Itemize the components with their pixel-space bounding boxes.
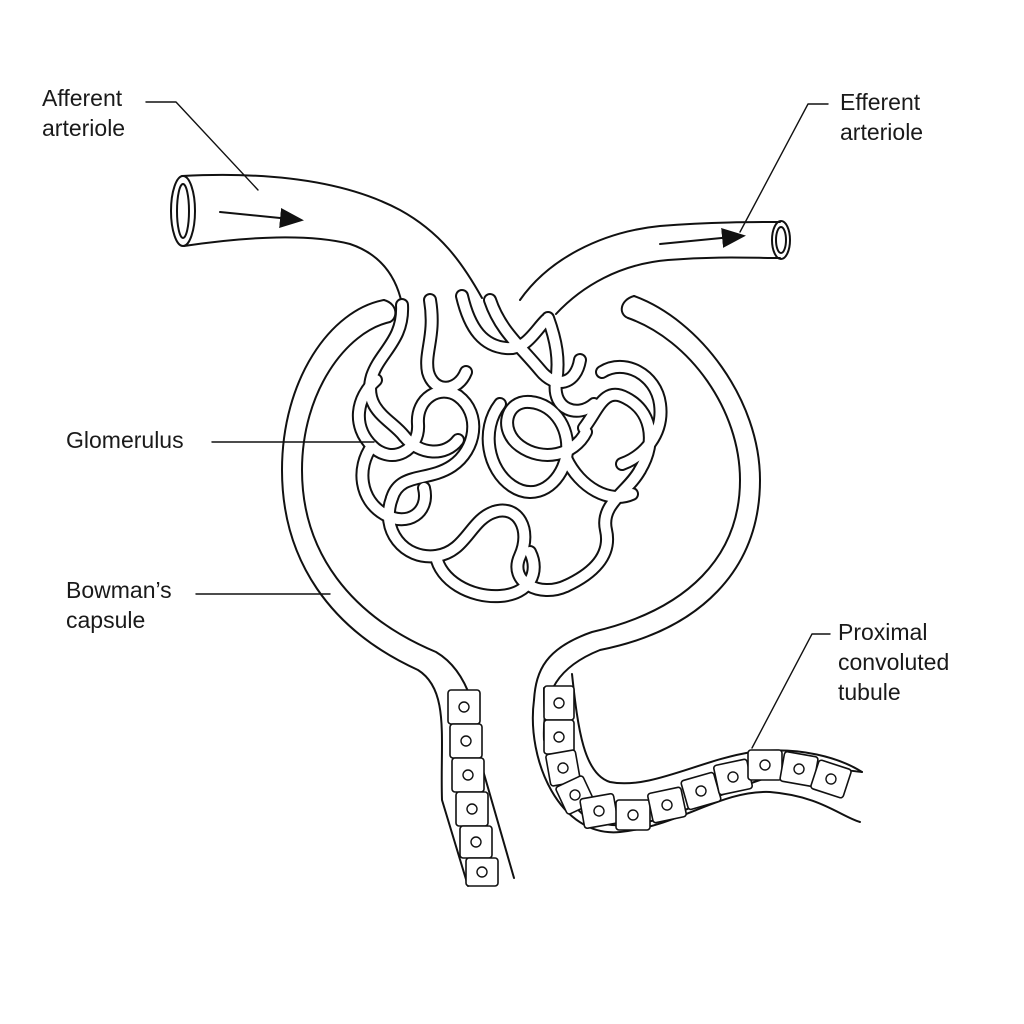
labels: Afferent arteriole Efferent arteriole Gl… — [42, 85, 949, 705]
capillary-loop-lumen — [399, 431, 463, 457]
afferent-arteriole — [170, 173, 483, 305]
cell-nucleus — [793, 763, 805, 775]
afferent-opening — [170, 175, 196, 247]
efferent-flow-arrow — [659, 227, 746, 248]
capillary-loop-lumen — [387, 391, 479, 503]
capillary-loop-lumen — [543, 313, 599, 416]
capsule-right-inner — [533, 317, 741, 701]
proximal-leader — [751, 633, 831, 749]
afferent-label-line1: Afferent — [42, 85, 123, 111]
efferent-leader — [739, 103, 829, 233]
capillary-loop-lumen — [561, 453, 637, 502]
proximal-label-line2: convoluted — [838, 649, 949, 675]
capsule-right-outer — [542, 295, 761, 741]
cell-nucleus — [553, 697, 565, 709]
cell-nucleus — [695, 785, 707, 797]
capillary-loop-lumen — [365, 300, 409, 441]
capsule-left-rim — [383, 299, 397, 323]
cell-nucleus — [727, 771, 739, 783]
capillary-loop-lumen — [485, 295, 585, 387]
cell-nucleus — [470, 836, 482, 848]
capillary-loop-lumen — [431, 547, 539, 602]
capillary-loop-lumen — [422, 295, 471, 393]
capillary-loop-lumen — [357, 441, 430, 525]
cell-nucleus — [476, 866, 488, 878]
capsule-left-outer — [281, 299, 469, 887]
cell-nucleus — [627, 809, 639, 821]
afferent-leader — [145, 101, 259, 191]
afferent-label-line2: arteriole — [42, 115, 125, 141]
capsule-right-rim — [620, 295, 635, 319]
efferent-arteriole — [519, 220, 791, 315]
cell-nucleus — [557, 762, 569, 774]
cell-nucleus — [825, 773, 837, 785]
glomerulus — [352, 289, 668, 604]
tubule-cell — [543, 685, 575, 721]
tubule-cell — [615, 799, 651, 831]
tubule-cell — [810, 759, 852, 799]
efferent-label-line2: arteriole — [840, 119, 923, 145]
leader-lines — [145, 101, 831, 749]
cell-nucleus — [759, 759, 771, 771]
tubule-cell — [747, 749, 783, 781]
cell-nucleus — [593, 805, 605, 817]
efferent-label-line1: Efferent — [840, 89, 921, 115]
cell-nucleus — [460, 735, 472, 747]
capillary-loop-lumen — [561, 465, 645, 591]
tubule-cell — [579, 792, 619, 830]
glomerulus-label: Glomerulus — [66, 427, 184, 453]
capillary-loop-lumen — [502, 396, 591, 460]
cell-nucleus — [462, 769, 474, 781]
proximal-label-line3: tubule — [838, 679, 901, 705]
efferent-opening — [771, 220, 791, 260]
tubule-cell — [647, 786, 687, 824]
cell-nucleus — [661, 799, 673, 811]
capillary-loop-lumen — [354, 375, 463, 460]
capillary-loop-lumen — [597, 362, 666, 469]
tubule-cell — [543, 719, 575, 755]
tubule-cell — [713, 758, 753, 796]
afferent-flow-arrow — [219, 208, 304, 228]
cell-nucleus — [458, 701, 470, 713]
cell-nucleus — [466, 803, 478, 815]
capillary-loop-lumen — [489, 505, 571, 595]
bowmans-label-line2: capsule — [66, 607, 145, 633]
tubule-epithelial-cells — [543, 685, 852, 831]
capsule-neck-cells — [447, 689, 499, 887]
cell-nucleus — [569, 789, 581, 801]
capillary-loop-lumen — [483, 397, 573, 497]
tubule-cell — [779, 750, 819, 788]
capillary-loop-lumen — [457, 291, 551, 354]
proximal-label-line1: Proximal — [838, 619, 927, 645]
bowmans-label-line1: Bowman’s — [66, 577, 172, 603]
cell-nucleus — [553, 731, 565, 743]
